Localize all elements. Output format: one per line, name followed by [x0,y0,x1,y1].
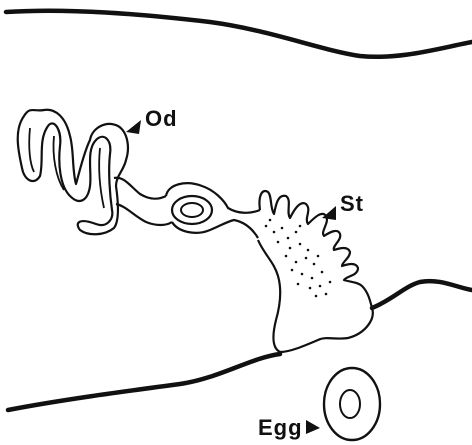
stippling-dots [265,219,332,298]
egg-in-duct-outer [172,196,212,224]
egg-outer [324,368,380,440]
label-egg: Egg [258,415,303,440]
upper-body-wall [6,11,472,57]
oviduct-duct [114,178,172,225]
oviduct-coils [18,110,128,235]
egg-pointer-arrow [306,420,320,434]
label-od: Od [145,106,178,131]
lower-body-wall-left [8,354,280,410]
label-st: St [340,191,364,216]
egg-inner [340,390,360,418]
lower-body-wall-right [372,281,472,308]
egg-in-duct-inner [181,203,203,217]
st-pointer-arrow [322,206,336,220]
od-pointer-arrow [126,120,141,134]
